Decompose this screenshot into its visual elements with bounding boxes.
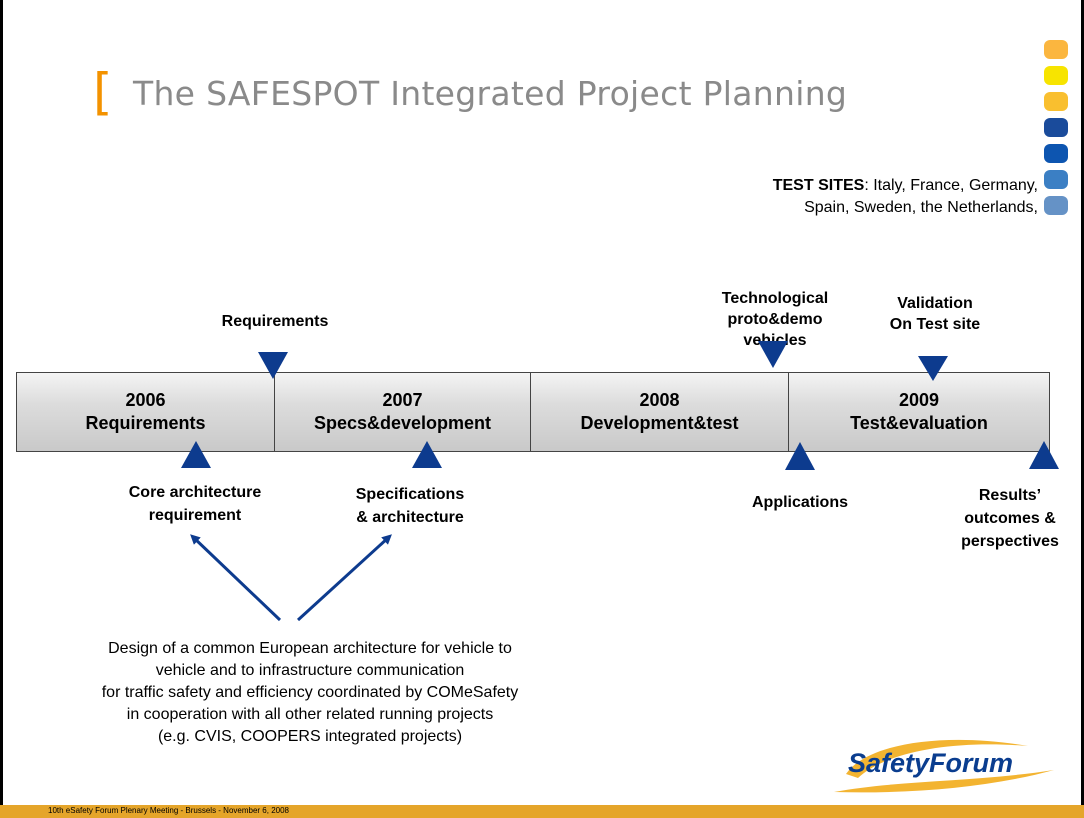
marker-tech-demo-down [758, 341, 788, 368]
design-note: Design of a common European architecture… [0, 638, 620, 748]
tech-line2: proto&demo [727, 311, 823, 328]
segment-year: 2006 [125, 390, 166, 410]
results-line1: Results’ [978, 487, 1042, 504]
brand-square [1044, 196, 1068, 215]
marker-core-architecture-up [181, 441, 211, 468]
marker-results-up [1029, 441, 1059, 469]
milestone-specifications-label: Specifications & architecture [310, 483, 510, 529]
title-text: The SAFESPOT Integrated Project Planning [133, 74, 848, 113]
design-line: (e.g. CVIS, COOPERS integrated projects) [157, 728, 463, 745]
core-line2: requirement [148, 507, 242, 524]
timeline-segment-2009: 2009 Test&evaluation [789, 373, 1049, 451]
footer-bar [0, 805, 1084, 818]
milestone-validation-label: Validation On Test site [840, 293, 1030, 335]
milestone-core-architecture-label: Core architecture requirement [85, 481, 305, 527]
segment-label: Test&evaluation [850, 413, 988, 433]
milestone-applications-label: Applications [751, 494, 848, 511]
test-sites-line2: Spain, Sweden, the Netherlands, [804, 199, 1038, 216]
segment-label: Requirements [85, 413, 206, 433]
design-line: in cooperation with all other related ru… [126, 706, 494, 723]
segment-year: 2009 [898, 390, 940, 410]
brand-square [1044, 92, 1068, 111]
design-line: for traffic safety and efficiency coordi… [101, 684, 519, 701]
brand-square [1044, 118, 1068, 137]
segment-year: 2008 [639, 390, 680, 410]
brand-square [1044, 170, 1068, 189]
segment-year: 2007 [382, 390, 423, 410]
marker-applications-up [785, 442, 815, 470]
validation-line2: On Test site [889, 316, 981, 333]
milestone-results-label: Results’ outcomes & perspectives [940, 484, 1080, 553]
arrow-design-to-core [190, 534, 282, 622]
test-sites-line1: : Italy, France, Germany, [864, 177, 1038, 194]
safetyforum-logo: SafetyForum [828, 736, 1058, 796]
arrow-design-to-specifications [296, 534, 392, 622]
footer-text: 10th eSafety Forum Plenary Meeting - Bru… [48, 806, 289, 815]
brand-square [1044, 40, 1068, 59]
marker-validation-down [918, 356, 948, 381]
brand-square [1044, 144, 1068, 163]
milestone-requirements-label: Requirements [221, 313, 329, 330]
spec-line2: & architecture [356, 509, 464, 526]
tech-line1: Technological [721, 290, 829, 307]
validation-line1: Validation [897, 295, 973, 312]
design-line: Design of a common European architecture… [108, 640, 512, 657]
brand-square [1044, 66, 1068, 85]
test-sites-label: TEST SITES [772, 177, 865, 194]
results-line2: outcomes & [964, 510, 1056, 527]
slide-frame-right [1081, 0, 1084, 805]
logo-text: SafetyForum [848, 748, 1014, 778]
slide-frame-left [0, 0, 3, 805]
milestone-tech-demo-label: Technological proto&demo vehicles [680, 288, 870, 351]
timeline-segment-2008: 2008 Development&test [531, 373, 789, 451]
tech-line3: vehicles [743, 332, 807, 349]
brand-squares [1044, 40, 1070, 222]
core-line1: Core architecture [128, 484, 262, 501]
marker-requirements-down [258, 352, 288, 379]
logo-swoosh-icon [834, 739, 1054, 793]
timeline-segment-2006: 2006 Requirements [17, 373, 275, 451]
results-line3: perspectives [961, 533, 1059, 550]
timeline-bar: 2006 Requirements 2007 Specs&development… [16, 372, 1050, 452]
marker-specifications-up [412, 441, 442, 468]
segment-label: Specs&development [313, 413, 492, 433]
title-bracket: [ [93, 63, 113, 121]
segment-label: Development&test [580, 413, 739, 433]
test-sites-note: TEST SITES: Italy, France, Germany, Spai… [660, 175, 1038, 219]
design-line: vehicle and to infrastructure communicat… [155, 662, 465, 679]
timeline-segment-2007: 2007 Specs&development [275, 373, 531, 451]
spec-line1: Specifications [355, 486, 465, 503]
